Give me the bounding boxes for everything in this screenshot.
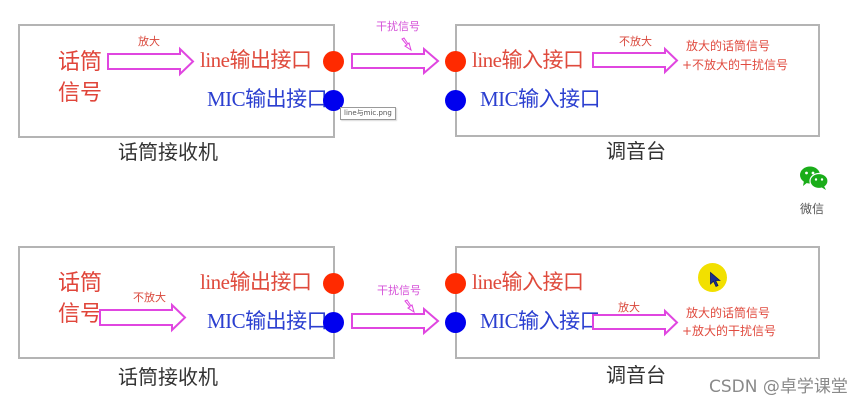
mixer-amp-label: 不放大 [619,35,652,48]
arrow-shape [107,46,195,77]
line-output-port-label: line输出接口 [200,48,312,72]
mic-output-port-label: MIC输出接口 [207,87,328,111]
transfer-arrow-line [351,46,440,76]
mouse-pointer-icon [710,271,721,288]
noise-pointer-icon [404,299,415,314]
arrow-shape [592,308,679,337]
mixer-box-top [455,24,820,137]
mic-output-port-dot [323,312,344,333]
arrow-shape [351,306,440,336]
csdn-watermark: CSDN @卓学课堂 [709,377,848,397]
mixer-caption: 调音台 [606,139,666,163]
noise-pointer-icon [401,37,412,52]
line-input-port-label: line输入接口 [472,48,584,72]
mic-signal-label-line1: 话筒 [58,271,103,296]
receiver-amplify-arrow [107,46,195,77]
noise-signal-label: 干扰信号 [377,284,421,297]
line-input-port-label: line输入接口 [472,270,584,294]
mic-signal-label-line2: 信号 [58,302,103,327]
mixer-box-bottom [455,246,820,359]
mic-output-port-label: MIC输出接口 [207,309,328,333]
filename-tooltip: line与mic.png [340,107,396,120]
mixer-result-line1: 放大的话筒信号 [686,39,771,53]
wechat-share-button[interactable]: 微信 [796,163,830,218]
mixer-result-line2: +放大的干扰信号 [682,324,777,338]
line-output-port-dot [323,51,344,72]
wechat-icon [800,166,829,190]
receiver-amp-label: 放大 [138,35,160,48]
noise-signal-label: 干扰信号 [376,20,420,33]
line-input-port-dot [445,51,466,72]
arrow-shape [351,46,440,76]
mixer-result-line1: 放大的话筒信号 [686,306,771,320]
transfer-arrow-mic [351,306,440,336]
mixer-arrow [592,46,679,75]
receiver-caption: 话筒接收机 [118,365,218,389]
mic-signal-label-line1: 话筒 [58,50,103,75]
receiver-no-amplify-arrow [99,302,187,333]
mixer-amp-label: 放大 [618,301,640,314]
wechat-label: 微信 [800,202,825,216]
receiver-amp-label: 不放大 [133,291,166,304]
mic-output-port-dot [323,90,344,111]
line-output-port-dot [323,273,344,294]
mic-input-port-dot [445,312,466,333]
line-input-port-dot [445,273,466,294]
arrow-shape [99,302,187,333]
receiver-box-bottom [18,246,335,359]
mic-input-port-label: MIC输入接口 [480,309,601,333]
mic-input-port-dot [445,90,466,111]
receiver-caption: 话筒接收机 [118,140,218,164]
mixer-result-line2: +不放大的干扰信号 [682,58,789,72]
mixer-caption: 调音台 [606,363,666,387]
line-output-port-label: line输出接口 [200,270,312,294]
arrow-shape [592,46,679,75]
receiver-box-top [18,24,335,138]
mic-input-port-label: MIC输入接口 [480,87,601,111]
mic-signal-label-line2: 信号 [58,81,103,106]
mixer-arrow [592,308,679,337]
